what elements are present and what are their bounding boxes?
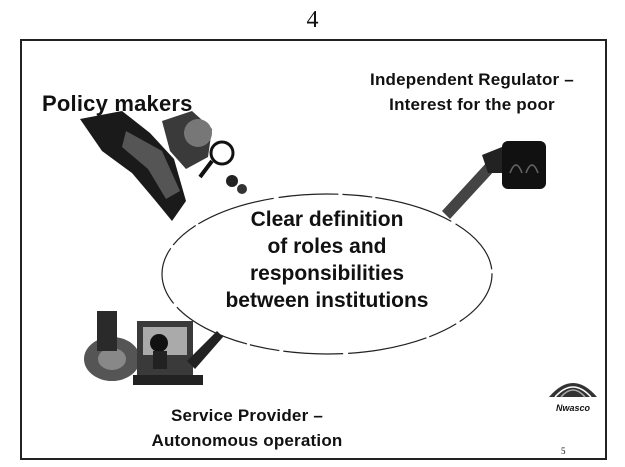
- slide-number: 5: [561, 446, 566, 456]
- nwasco-logo-text: Nwasco: [555, 403, 590, 413]
- regulator-clipart: [442, 141, 546, 219]
- service-provider-clipart: [84, 311, 223, 385]
- center-line-3: responsibilities: [249, 262, 405, 285]
- regulator-subtitle: Interest for the poor: [389, 95, 555, 114]
- nwasco-logo: Nwasco: [545, 367, 601, 415]
- provider-title: Service Provider –: [171, 406, 323, 425]
- provider-subtitle: Autonomous operation: [151, 431, 343, 450]
- roles-ellipse: [161, 193, 493, 355]
- nwasco-logo-graphic: [549, 383, 597, 398]
- center-line-2: of roles and: [267, 235, 387, 258]
- center-line-1: Clear definition: [250, 208, 404, 231]
- center-statement: Clear definition of roles and responsibi…: [167, 206, 487, 314]
- regulator-title: Independent Regulator –: [370, 70, 574, 89]
- policy-makers-label: Policy makers: [42, 91, 193, 116]
- policy-makers-clipart: [80, 111, 247, 221]
- slide: Policy makers Independent Regulator – In…: [20, 39, 607, 460]
- service-provider-label: Service Provider – Autonomous operation: [127, 403, 367, 453]
- regulator-label: Independent Regulator – Interest for the…: [352, 67, 592, 117]
- center-line-4: between institutions: [225, 289, 429, 312]
- page-number: 4: [306, 7, 319, 33]
